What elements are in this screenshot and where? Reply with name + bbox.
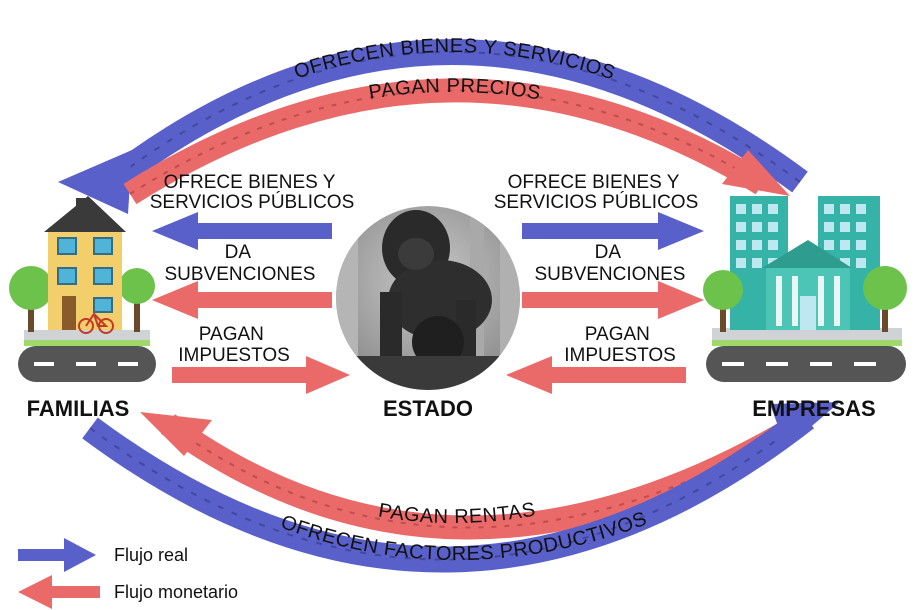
families-house-scene [9,196,156,382]
tree-icon [119,268,155,332]
office-building-icon [730,196,880,330]
tree-icon [863,266,907,332]
arrow-right-taxes [506,356,686,394]
road [706,346,906,382]
arc-bottom-real-flow [82,402,840,573]
right-public-goods-label: OFRECE BIENES Y SERVICIOS PÚBLICOS [494,172,699,213]
house-icon [44,196,126,330]
right-subsidies-label: DA SUBVENCIONES [535,242,686,285]
legend-real-label: Flujo real [114,545,188,565]
legend-monetary-label: Flujo monetario [114,582,238,602]
arrowhead-bottom-real [770,402,840,448]
arrow-left-public-goods [152,212,332,250]
legend-real-arrow [18,538,96,572]
left-taxes-label: PAGAN IMPUESTOS [178,324,290,366]
state-label: ESTADO [383,396,473,421]
arrow-left-taxes [172,356,350,394]
arc-top-monetary-flow [123,78,790,205]
arrow-right-subsidies [522,281,704,319]
arrowhead-bottom-monetary [140,412,212,456]
tree-icon [9,266,53,332]
right-taxes-label: PAGAN IMPUESTOS [564,324,676,366]
arrow-right-public-goods [522,212,704,250]
arrowhead-top-monetary [722,150,790,196]
arc-top-real-flow [58,39,808,214]
companies-label: EMPRESAS [752,396,875,421]
arrow-left-subsidies [152,281,332,319]
bicycle-icon [78,312,114,334]
companies-buildings-scene [703,196,907,382]
state-lion-image [336,206,520,390]
label-bottom-inner: PAGAN RENTAS [377,498,538,528]
tree-icon [703,270,743,332]
left-public-goods-label: OFRECE BIENES Y SERVICIOS PÚBLICOS [150,172,355,213]
legend-monetary-arrow [18,575,100,609]
arrowhead-top-real [58,150,132,214]
legend: Flujo real Flujo monetario [18,538,238,609]
left-subsidies-label: DA SUBVENCIONES [165,242,316,285]
families-label: FAMILIAS [27,396,130,421]
